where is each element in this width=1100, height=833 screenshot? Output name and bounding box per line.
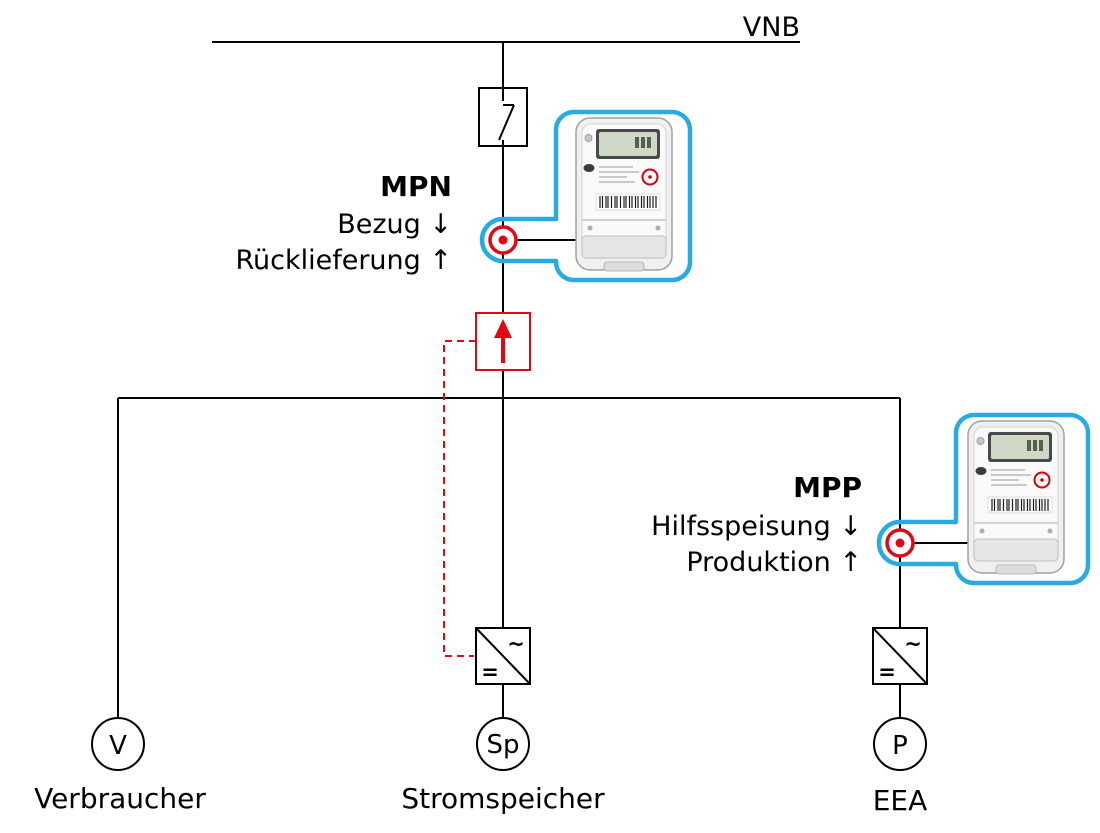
direction-arrow-head-icon (494, 319, 512, 338)
measurement-point-mpp (885, 528, 915, 558)
mpn-title: MPN (380, 170, 452, 203)
mpp-title: MPP (793, 471, 862, 504)
mpp-export-label: Produktion ↑ (686, 547, 862, 578)
mpn-callout-outline (479, 109, 693, 283)
mpp-import-label: Hilfsspeisung ↓ (651, 511, 862, 542)
mpn-export-label: Rücklieferung ↑ (235, 245, 452, 276)
mpn-label-block: MPN Bezug ↓ Rücklieferung ↑ (235, 170, 452, 276)
generation-node-symbol: P (892, 731, 908, 761)
mpn-import-label: Bezug ↓ (337, 209, 452, 240)
mpn-meter-image (575, 117, 673, 272)
storage-inverter-diagonal (475, 627, 531, 685)
generation-inverter-dc-glyph: = (878, 660, 896, 684)
generation-node-circle (873, 717, 927, 771)
control-signal-dashed-line (443, 340, 476, 657)
inverter-symbol-generation: ~ = (872, 627, 928, 685)
measurement-point-mpn (488, 225, 518, 255)
power-direction-indicator (475, 312, 531, 371)
storage-caption: Stromspeicher (401, 782, 605, 815)
storage-inverter-ac-glyph: ~ (507, 632, 525, 656)
mpp-meter-image (967, 420, 1065, 575)
mpn-point-dot-icon (498, 235, 508, 245)
node-storage: Sp Stromspeicher (401, 717, 605, 815)
mpp-meter-callout (876, 412, 1091, 586)
switch-blade-icon (498, 88, 515, 146)
storage-inverter-dc-glyph: = (481, 660, 499, 684)
mpn-meter-callout (479, 109, 693, 283)
inverter-symbol-storage: ~ = (475, 627, 531, 685)
mpp-label-block: MPP Hilfsspeisung ↓ Produktion ↑ (651, 471, 862, 578)
consumer-node-circle (91, 717, 145, 771)
generation-inverter-ac-glyph: ~ (904, 632, 922, 656)
generation-inverter-diagonal (872, 627, 928, 685)
mpp-point-dot-icon (895, 538, 905, 548)
mpp-callout-outline (876, 412, 1091, 586)
storage-node-symbol: Sp (486, 730, 519, 760)
storage-node-circle (476, 717, 530, 771)
node-consumer: V Verbraucher (34, 717, 206, 815)
grid-label: VNB (743, 12, 800, 43)
node-generation: P EEA (873, 717, 928, 817)
consumer-caption: Verbraucher (34, 782, 206, 815)
consumer-node-symbol: V (109, 731, 127, 761)
generation-caption: EEA (873, 784, 928, 817)
grid-switch-symbol (478, 87, 528, 147)
